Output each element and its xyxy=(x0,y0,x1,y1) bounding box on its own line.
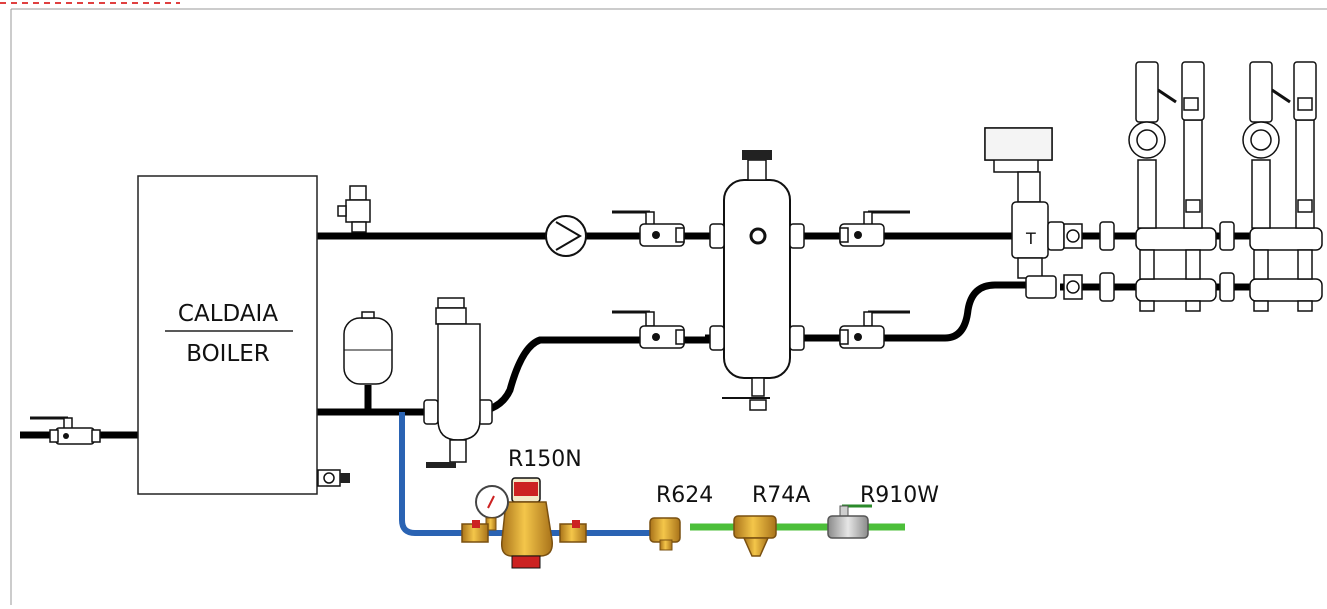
check-valve-icon xyxy=(649,517,681,551)
inlet-ball-valve-icon xyxy=(30,416,101,445)
svg-text:T: T xyxy=(1025,229,1036,248)
cold-water-pipe xyxy=(399,412,655,536)
return-pipe-right xyxy=(790,281,1030,342)
circulation-pump-icon xyxy=(545,215,587,257)
mixing-valve-actuator-icon: T xyxy=(984,127,1083,300)
dirt-separator-icon xyxy=(423,297,493,468)
label-r150n: R150N xyxy=(508,447,582,472)
label-r910w: R910W xyxy=(860,483,939,508)
label-r624: R624 xyxy=(656,483,713,508)
ball-valve-return-left-icon xyxy=(612,310,685,349)
component-labels: R150N R624 R74A R910W xyxy=(508,447,939,508)
label-r74a: R74A xyxy=(752,483,810,508)
manifold-risers-icon xyxy=(1128,61,1317,229)
ball-valve-supply-right-icon xyxy=(839,210,910,247)
boiler-label-it: CALDAIA xyxy=(178,301,278,327)
drain-fitting-icon xyxy=(317,469,350,487)
hydraulic-separator-icon xyxy=(709,150,805,411)
expansion-vessel-icon xyxy=(343,311,393,385)
boiler: CALDAIA BOILER xyxy=(137,175,318,495)
safety-valve-icon xyxy=(337,185,371,233)
manifold-icon xyxy=(1099,221,1323,312)
ball-valve-return-right-icon xyxy=(839,310,910,349)
boiler-label-en: BOILER xyxy=(186,341,270,367)
mains-ball-valve-icon xyxy=(827,504,872,539)
ball-valve-supply-left-icon xyxy=(612,210,685,247)
strainer-icon xyxy=(733,515,777,557)
pressure-reducer-icon xyxy=(461,477,587,569)
